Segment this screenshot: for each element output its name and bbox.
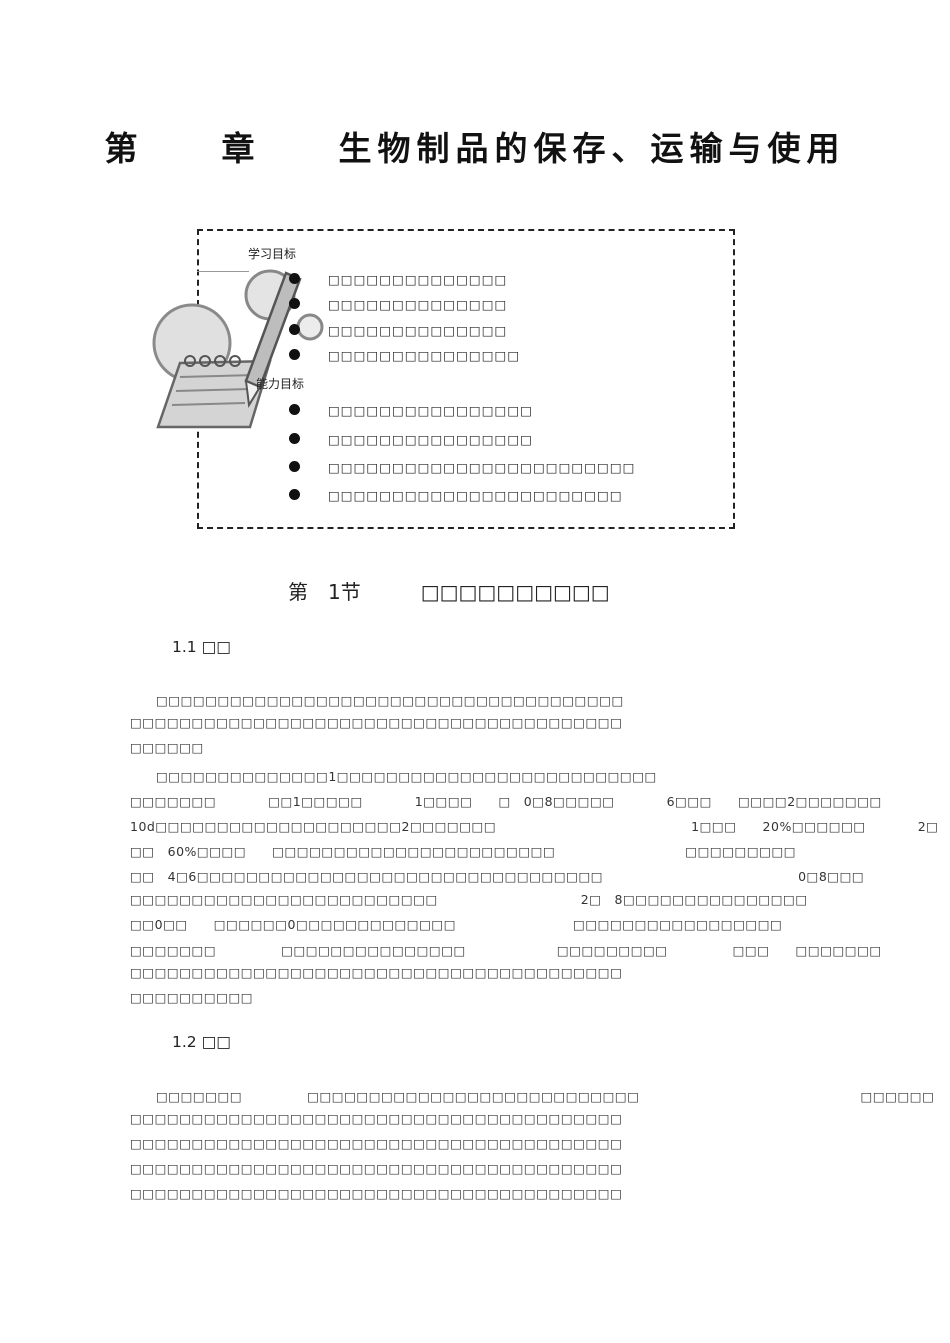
paragraph-line: □□□□□□□ □□□□□□□□□□□□□□□□□□□□□□□□□□□ □□□□…: [130, 1089, 935, 1104]
ability-item: □□□□□□□□□□□□□□□□: [328, 432, 533, 447]
ability-item: □□□□□□□□□□□□□□□□□□□□□□□□: [328, 460, 636, 475]
paragraph-line: □□□□□□□□□□□□□□□□□□□□□□□□□ 2□ 8□□□□□□□□□□…: [130, 892, 808, 907]
bullet-icon: [289, 273, 300, 284]
bullet-icon: [289, 404, 300, 415]
objectives-tab-underline: [197, 271, 249, 272]
objectives-heading: 学习目标: [248, 247, 297, 261]
objective-item: □□□□□□□□□□□□□□: [328, 272, 508, 287]
paragraph-line: □□0□□ □□□□□□0□□□□□□□□□□□□□ □□□□□□□□□□□□□…: [130, 917, 783, 932]
bullet-icon: [289, 298, 300, 309]
paragraph-line: □□□□□□□□□□: [130, 990, 254, 1005]
paragraph-line: □□□□□□□□□□□□□□□□□□□□□□□□□□□□□□□□□□□□□□□□: [130, 1161, 623, 1176]
chapter-title: 第 章 生物制品的保存、运输与使用: [104, 129, 846, 168]
bullet-icon: [289, 349, 300, 360]
paragraph-line: □□□□□□□□□□□□□□□□□□□□□□□□□□□□□□□□□□□□□□□□: [130, 1111, 623, 1126]
ability-item: □□□□□□□□□□□□□□□□□□□□□□□: [328, 488, 623, 503]
paragraph-line: □□ 60%□□□□ □□□□□□□□□□□□□□□□□□□□□□□ □□□□□…: [130, 844, 797, 859]
objective-item: □□□□□□□□□□□□□□: [328, 323, 508, 338]
paragraph-line: □□□□□□□□□□□□□□1□□□□□□□□□□□□□□□□□□□□□□□□□…: [130, 769, 657, 784]
paragraph-line: □□□□□□□□□□□□□□□□□□□□□□□□□□□□□□□□□□□□□□□□: [130, 1136, 623, 1151]
paragraph-line: □□□□□□□□□□□□□□□□□□□□□□□□□□□□□□□□□□□□□□: [130, 693, 624, 708]
objective-item: □□□□□□□□□□□□□□: [328, 297, 508, 312]
paragraph-line: □□□□□□□ □□1□□□□□ 1□□□□ □ 0□8□□□□□ 6□□□ □…: [130, 794, 882, 809]
notebook-pen-icon: [152, 269, 324, 429]
paragraph-line: □□□□□□: [130, 740, 204, 755]
paragraph-line: 10d□□□□□□□□□□□□□□□□□□□□2□□□□□□□ 1□□□ 20%…: [130, 819, 939, 834]
objective-item: □□□□□□□□□□□□□□□: [328, 348, 521, 363]
ability-item: □□□□□□□□□□□□□□□□: [328, 403, 533, 418]
paragraph-line: □□□□□□□ □□□□□□□□□□□□□□□ □□□□□□□□□ □□□ □□…: [130, 943, 882, 958]
paragraph-line: □□□□□□□□□□□□□□□□□□□□□□□□□□□□□□□□□□□□□□□□: [130, 715, 623, 730]
bullet-icon: [289, 461, 300, 472]
bullet-icon: [289, 433, 300, 444]
subsection-heading: 1.2 □□: [172, 1033, 231, 1051]
paragraph-line: □□□□□□□□□□□□□□□□□□□□□□□□□□□□□□□□□□□□□□□□: [130, 965, 623, 980]
abilities-heading: 能力目标: [256, 377, 305, 391]
bullet-icon: [289, 324, 300, 335]
paragraph-line: □□□□□□□□□□□□□□□□□□□□□□□□□□□□□□□□□□□□□□□□: [130, 1186, 623, 1201]
section-title: 第 1节 □□□□□□□□□□: [288, 580, 610, 604]
subsection-heading: 1.1 □□: [172, 638, 231, 656]
bullet-icon: [289, 489, 300, 500]
paragraph-line: □□ 4□6□□□□□□□□□□□□□□□□□□□□□□□□□□□□□□□□□ …: [130, 869, 865, 884]
